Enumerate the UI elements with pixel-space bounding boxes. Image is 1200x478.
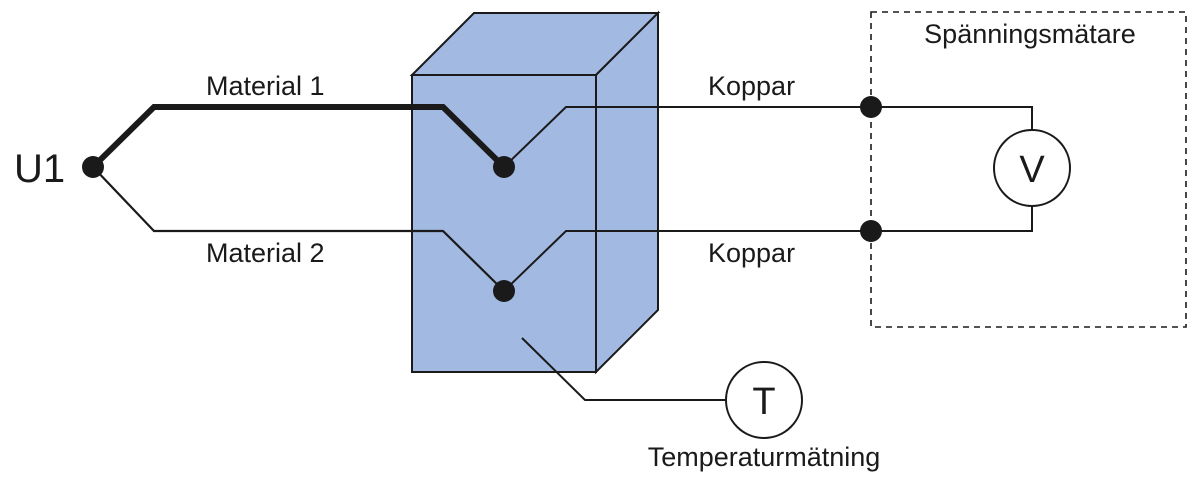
reference-junction-bottom-dot [493, 280, 515, 302]
meter-terminal-top-dot [860, 96, 882, 118]
material-1-label: Material 1 [206, 71, 325, 101]
reference-junction-top-dot [493, 156, 515, 178]
temperature-probe-line [521, 337, 726, 401]
junction-label: U1 [14, 147, 65, 191]
reference-block [409, 10, 661, 375]
material-2-wire [92, 166, 505, 292]
junction-u1-dot [82, 156, 104, 178]
block-front-face [411, 74, 597, 373]
voltmeter-circle [993, 129, 1071, 207]
voltmeter-title: Spänningsmätare [924, 19, 1136, 49]
copper-top-label: Koppar [708, 71, 795, 101]
thermometer-symbol: T [752, 381, 775, 423]
voltmeter-enclosure [870, 11, 1187, 328]
copper-wire-top [503, 106, 1033, 168]
copper-bottom-label: Koppar [708, 238, 795, 268]
block-side-face [595, 10, 659, 375]
copper-wire-bottom [503, 206, 1033, 292]
thermometer-circle [725, 361, 803, 439]
material-2-label: Material 2 [206, 238, 325, 268]
material-1-wire [90, 104, 507, 170]
meter-terminal-bottom-dot [860, 220, 882, 242]
temperature-label: Temperaturmätning [648, 442, 881, 472]
voltmeter-symbol: V [1019, 149, 1045, 191]
